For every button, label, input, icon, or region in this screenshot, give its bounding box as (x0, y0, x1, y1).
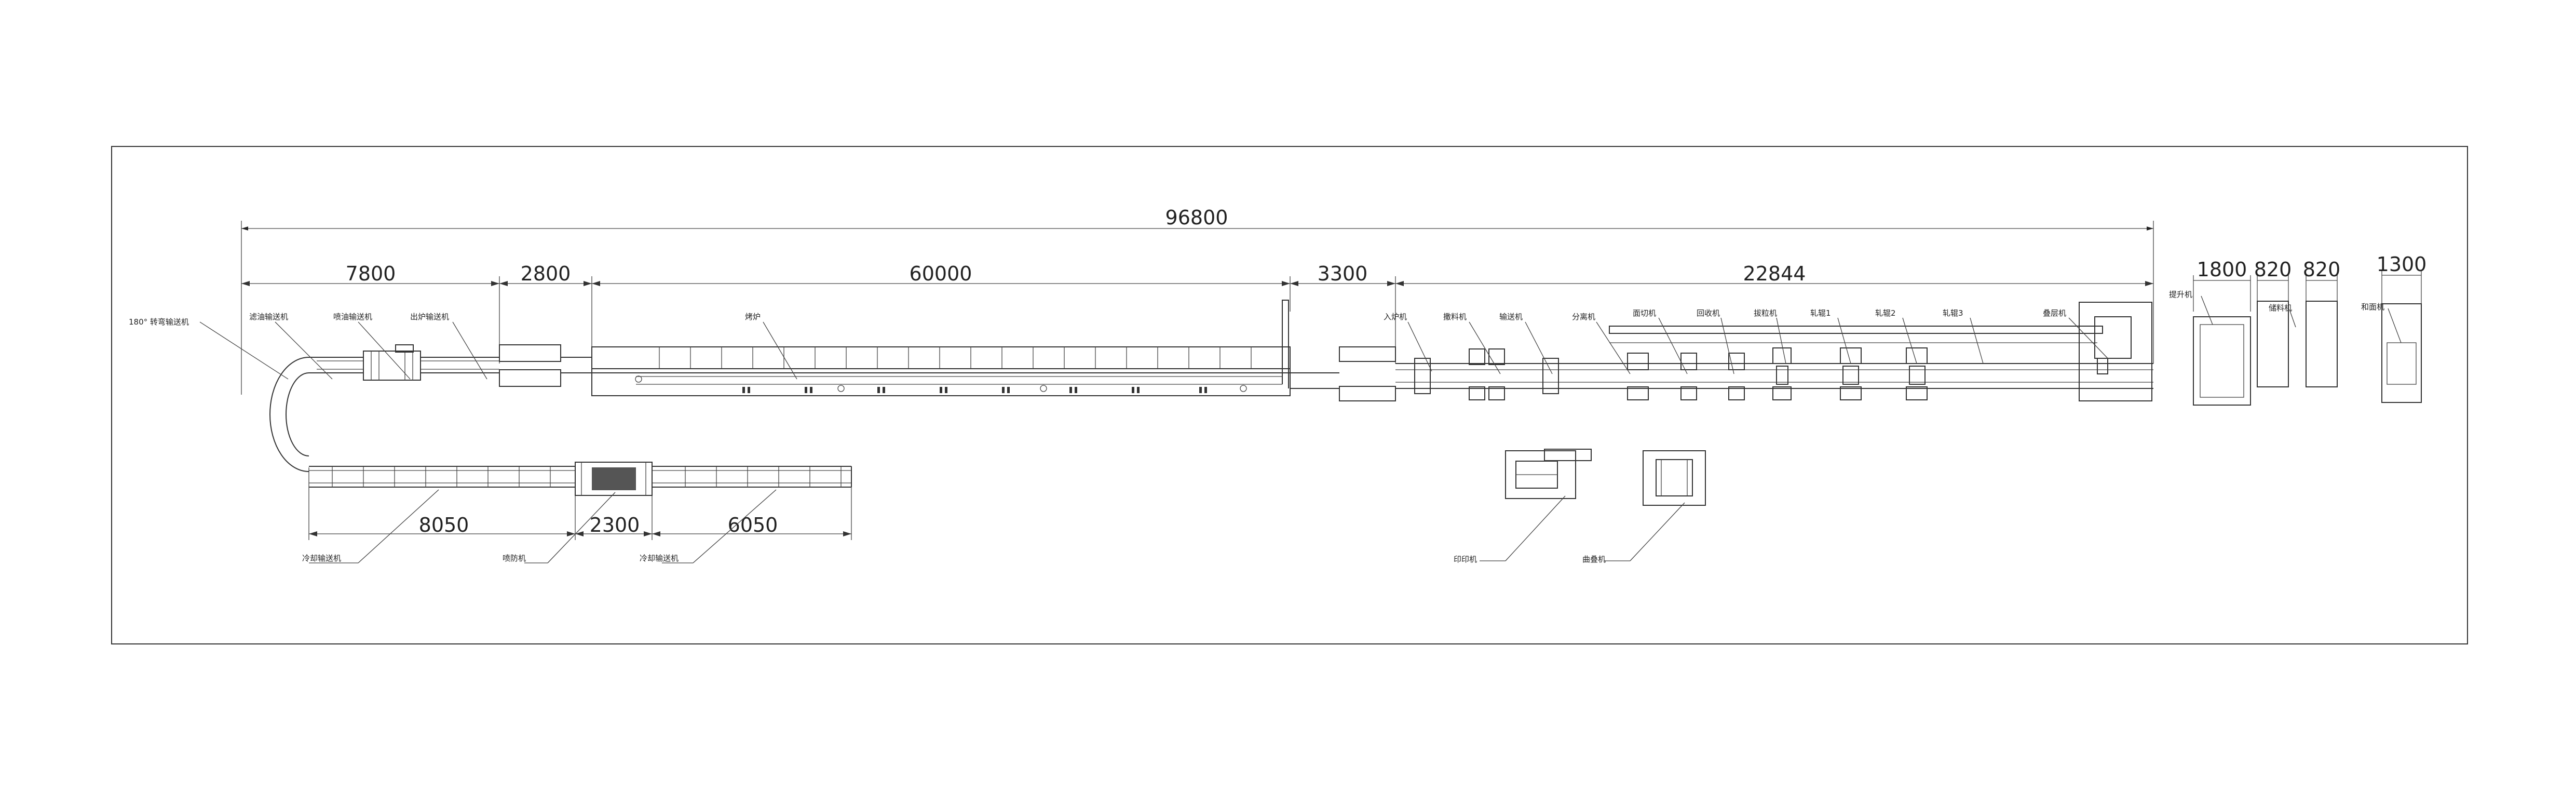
label-curler: 曲叠机 (1582, 555, 1606, 564)
dim-cooling-2: 6050 (728, 514, 778, 536)
label-spray-machine: 喷防机 (503, 554, 526, 563)
label-cutter: 面切机 (1633, 308, 1656, 318)
dim-exit-conveyor: 2800 (521, 262, 571, 285)
label-printer: 印印机 (1454, 555, 1477, 564)
dim-overall: 96800 (1165, 206, 1228, 229)
label-roller-1: 轧辊1 (1810, 308, 1831, 318)
label-folder: 叠层机 (2043, 308, 2066, 318)
dimension-lines: 96800 7800 2800 60000 3300 22844 8050 23… (241, 206, 2426, 540)
dim-cooling-left: 7800 (346, 262, 396, 285)
label-storage: 储料机 (2269, 303, 2292, 313)
label-roller-3: 轧辊3 (1943, 308, 1963, 318)
label-exit-conveyor: 出炉输送机 (410, 312, 449, 321)
label-cut-machine: 拔粒机 (1754, 308, 1777, 318)
dim-production-line: 22844 (1743, 262, 1806, 285)
cooling-conveyor-ticks (332, 466, 842, 487)
label-recycler: 回收机 (1697, 308, 1720, 318)
label-lifter: 提升机 (2169, 290, 2192, 299)
oil-spray-box (363, 351, 421, 381)
dim-storage-1: 820 (2254, 258, 2292, 281)
bottom-machines (1505, 449, 1706, 506)
labels: 180° 转弯输送机 滤油输送机 喷油输送机 出炉输送机 烤炉 冷却输送机 喷防… (129, 290, 2402, 564)
left-conveyor-section (269, 344, 852, 496)
label-oil-spray-conveyor: 喷油输送机 (333, 312, 372, 321)
label-sprinkle-machine: 撒料机 (1443, 312, 1467, 321)
label-conveyor: 输送机 (1499, 312, 1523, 321)
label-oven: 烤炉 (745, 312, 761, 321)
label-feed-machine: 入炉机 (1384, 312, 1407, 321)
label-roller-2: 轧辊2 (1875, 308, 1896, 318)
dim-lift-machine: 1800 (2197, 258, 2247, 281)
production-line (1339, 302, 2153, 401)
label-separator: 分离机 (1572, 312, 1595, 321)
dim-gap: 3300 (1318, 262, 1368, 285)
label-mixer: 和面机 (2361, 302, 2384, 312)
label-cooling-conveyor-2: 冷却输送机 (640, 554, 679, 563)
label-cooling-conveyor-1: 冷却输送机 (302, 554, 341, 563)
dim-storage-2: 820 (2303, 258, 2341, 281)
dim-mixer: 1300 (2377, 253, 2427, 276)
drawing-frame (111, 146, 2468, 644)
dim-spray: 2300 (590, 514, 640, 536)
standalone-machines (2193, 301, 2422, 406)
dim-oven: 60000 (910, 262, 972, 285)
dim-cooling-1: 8050 (419, 514, 469, 536)
oven (591, 300, 1339, 396)
label-oil-filter-conveyor: 滤油输送机 (249, 312, 288, 321)
label-turn-conveyor: 180° 转弯输送机 (129, 317, 189, 327)
